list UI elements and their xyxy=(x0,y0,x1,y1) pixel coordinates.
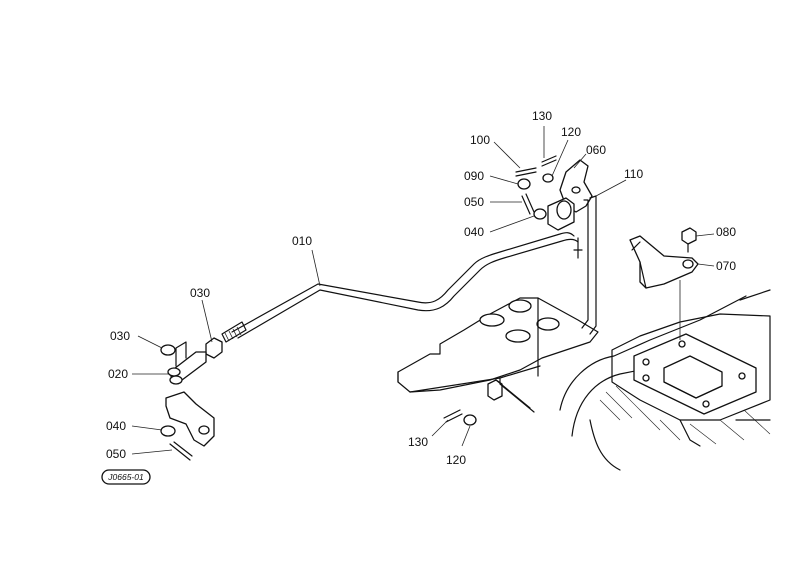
callout-100: 100 xyxy=(470,133,490,147)
washer-040-left xyxy=(160,425,176,437)
nut-030-on-rod xyxy=(205,337,223,359)
callout-010: 010 xyxy=(292,234,312,248)
bolt-080 xyxy=(681,227,697,245)
washer-120-top xyxy=(542,173,554,183)
upper-right-lever-assembly xyxy=(515,155,597,335)
callout-labels: 010 030 030 020 040 050 100 130 120 060 … xyxy=(106,109,736,467)
threaded-end xyxy=(221,321,247,343)
plate-hole-3 xyxy=(505,329,531,343)
callout-030-left: 030 xyxy=(110,329,130,343)
plate-hole-4 xyxy=(536,317,560,331)
callout-090: 090 xyxy=(464,169,484,183)
callout-120-top: 120 xyxy=(561,125,581,139)
leader-lines xyxy=(131,126,715,455)
bracket-070-assembly xyxy=(629,227,699,289)
plate-hole-2 xyxy=(508,299,532,313)
callout-040-right: 040 xyxy=(464,225,484,239)
callout-060: 060 xyxy=(586,143,606,157)
callout-020: 020 xyxy=(108,367,128,381)
tractor-frame xyxy=(559,289,771,471)
pin-050-left xyxy=(169,441,193,461)
callout-070: 070 xyxy=(716,259,736,273)
washer-090 xyxy=(517,178,531,190)
lever-arm-lower xyxy=(165,391,215,447)
washer-120-bottom xyxy=(463,414,477,426)
pin-130-bottom xyxy=(443,409,463,423)
callout-040-left: 040 xyxy=(106,419,126,433)
washer-040-right xyxy=(533,208,547,220)
bracket-070 xyxy=(629,235,699,289)
pin-050-right xyxy=(521,193,535,215)
rod-010 xyxy=(205,232,579,359)
callout-050-left: 050 xyxy=(106,447,126,461)
plate-hole-1 xyxy=(479,313,505,327)
drawing-code: J0665-01 xyxy=(107,472,144,482)
pin-130-top xyxy=(541,155,557,167)
callout-080: 080 xyxy=(716,225,736,239)
bolt-030-left xyxy=(160,344,176,356)
pin-100 xyxy=(515,167,537,177)
callout-050-right: 050 xyxy=(464,195,484,209)
callout-110: 110 xyxy=(624,167,643,181)
lower-left-lever-assembly xyxy=(160,341,215,461)
rod-110 xyxy=(581,195,597,335)
callout-030-top: 030 xyxy=(190,286,210,300)
callout-130-top: 130 xyxy=(532,109,552,123)
callout-120-bottom: 120 xyxy=(446,453,466,467)
callout-130-bottom: 130 xyxy=(408,435,428,449)
floor-plate xyxy=(397,297,599,413)
drawing-code-badge: J0665-01 xyxy=(101,469,151,485)
